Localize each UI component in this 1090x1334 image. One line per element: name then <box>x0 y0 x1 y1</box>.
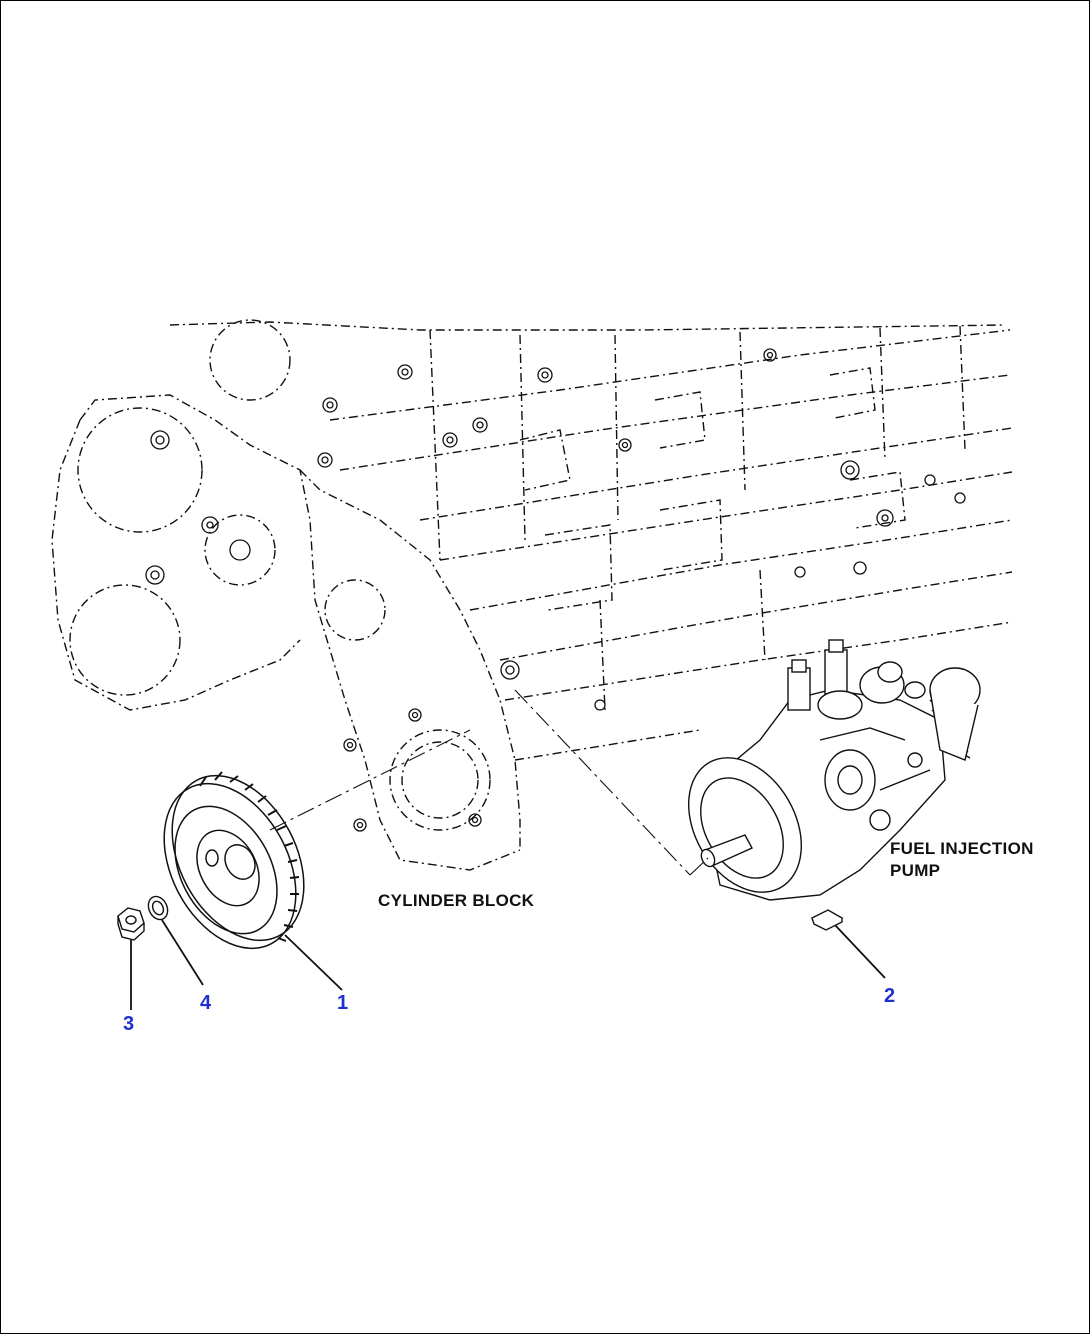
callout-1[interactable]: 1 <box>337 992 348 1014</box>
block-bolt-holes <box>145 348 966 832</box>
gear-teeth <box>199 771 300 942</box>
nut-part <box>117 907 145 941</box>
callout-2[interactable]: 2 <box>884 985 895 1007</box>
callout-3[interactable]: 3 <box>123 1013 134 1035</box>
woodruff-key-part <box>810 909 844 931</box>
leader-2 <box>834 924 886 979</box>
cylinder-block-illustration <box>51 319 1013 871</box>
cylinder-block-label: CYLINDER BLOCK <box>378 891 535 910</box>
leader-4 <box>161 919 204 986</box>
leader-lines <box>130 919 886 1010</box>
fuel-injection-pump-label-line2: PUMP <box>890 861 940 880</box>
pump-governor-bellows <box>929 667 981 761</box>
pump-drive-gear <box>163 771 305 950</box>
callout-4[interactable]: 4 <box>200 992 212 1014</box>
assembly-center-lines <box>269 689 709 876</box>
leader-1 <box>284 934 343 991</box>
fuel-injection-pump-label-line1: FUEL INJECTION <box>890 839 1034 858</box>
washer-part <box>147 895 169 921</box>
fuel-injection-pump-illustration <box>687 639 981 901</box>
